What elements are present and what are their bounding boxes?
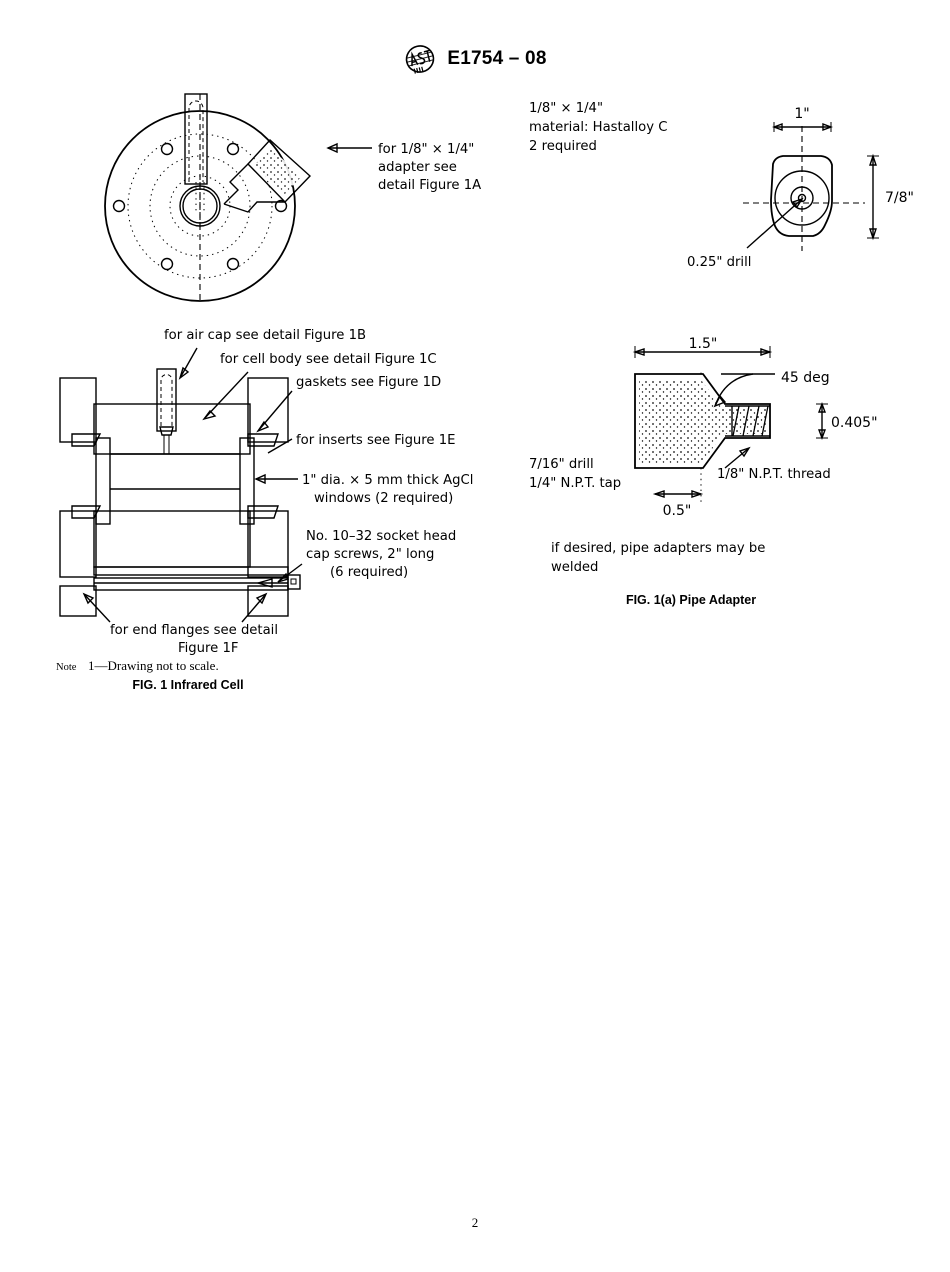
label-end-flanges-line1: for end flanges see detail	[110, 623, 278, 638]
figure-1-note: Note 1—Drawing not to scale.	[56, 658, 219, 673]
label-windows-line2: windows (2 required)	[314, 491, 453, 506]
note-prefix: Note	[56, 662, 77, 673]
end-view-width-dim: 1"	[772, 106, 833, 132]
adapter-side-view: 1.5"	[529, 336, 878, 519]
note-text: 1—Drawing not to scale.	[88, 658, 219, 673]
figure-1a-pipe-adapter: 1/8" × 1/4" material: Hastalloy C 2 requ…	[525, 86, 935, 626]
cell-top-view: for 1/8" × 1/4" adapter see detail Figur…	[104, 93, 481, 302]
label-air-cap: for air cap see detail Figure 1B	[164, 328, 366, 343]
spec-line1: 1/8" × 1/4"	[529, 101, 603, 116]
figure-1a-caption: FIG. 1(a) Pipe Adapter	[626, 593, 756, 607]
figure-1-infrared-cell: for 1/8" × 1/4" adapter see detail Figur…	[52, 86, 502, 692]
label-screws-line3: (6 required)	[330, 565, 408, 580]
end-view-width-value: 1"	[794, 106, 809, 122]
label-inserts: for inserts see Figure 1E	[296, 433, 455, 448]
label-cell-body: for cell body see detail Figure 1C	[220, 352, 437, 367]
label-screws-line1: No. 10–32 socket head	[306, 529, 456, 544]
cell-cross-section	[59, 368, 301, 617]
bore-height-value: 0.405"	[831, 415, 878, 431]
adapter-callout-line2: adapter see	[378, 160, 457, 175]
label-screws-line2: cap screws, 2" long	[306, 547, 434, 562]
chamfer-callout: 45 deg	[713, 370, 830, 408]
label-end-flanges-line2: Figure 1F	[178, 641, 238, 656]
end-view-drill-label: 0.25" drill	[687, 255, 751, 270]
tap-label: 1/4" N.P.T. tap	[529, 476, 621, 491]
adapter-end-view: 1" 7/8" 0.25" drill	[687, 106, 914, 270]
side-view-length-dim: 1.5"	[632, 336, 773, 358]
adapter-callout-line3: detail Figure 1A	[378, 178, 481, 193]
spec-line2: material: Hastalloy C	[529, 120, 667, 135]
label-gaskets: gaskets see Figure 1D	[296, 375, 441, 390]
chamfer-angle-label: 45 deg	[781, 370, 830, 386]
weld-note-line2: welded	[551, 560, 598, 575]
page-header: E1754 – 08	[0, 44, 950, 74]
end-view-height-value: 7/8"	[885, 190, 914, 206]
page-number: 2	[471, 1215, 479, 1230]
weld-note-line1: if desired, pipe adapters may be	[551, 541, 765, 556]
adapter-callout: for 1/8" × 1/4" adapter see detail Figur…	[326, 142, 481, 193]
astm-logo-icon	[406, 45, 435, 74]
figure-1-caption: FIG. 1 Infrared Cell	[132, 678, 243, 692]
label-windows-line1: 1" dia. × 5 mm thick AgCl	[302, 473, 473, 488]
bore-height-dim: 0.405"	[816, 402, 878, 440]
end-view-height-dim: 7/8"	[867, 153, 914, 241]
side-view-length-value: 1.5"	[689, 336, 718, 352]
adapter-callout-line1: for 1/8" × 1/4"	[378, 142, 474, 157]
thread-label: 1/8" N.P.T. thread	[717, 467, 831, 482]
drill-label: 7/16" drill	[529, 457, 594, 472]
depth-value: 0.5"	[663, 503, 692, 519]
standard-designation: E1754 – 08	[447, 48, 547, 69]
spec-line3: 2 required	[529, 139, 597, 154]
depth-dim: 0.5"	[652, 370, 704, 519]
